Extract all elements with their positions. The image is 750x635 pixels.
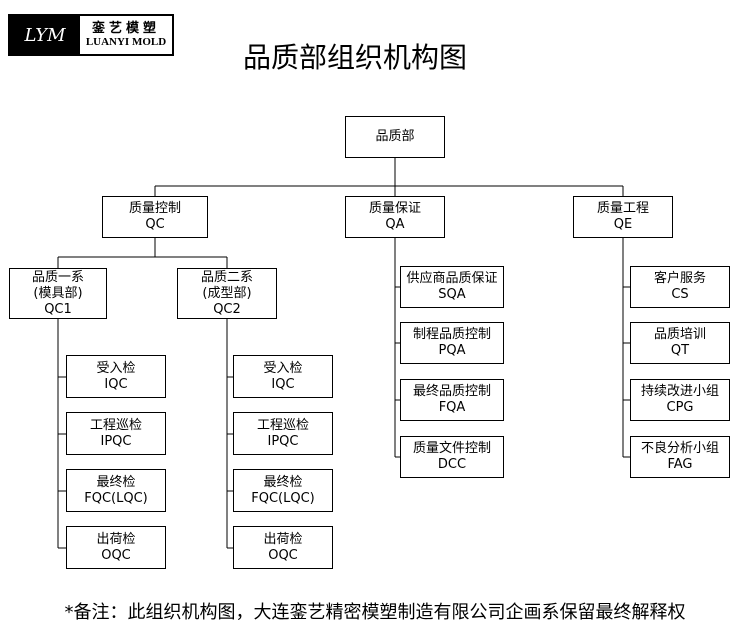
node-label-en: IPQC: [267, 433, 299, 449]
node-label-line1: 品质一系: [31, 269, 84, 285]
node-label: 品质部: [375, 129, 415, 144]
node-qc2-iqc: 受入检 IQC: [233, 355, 333, 398]
node-label-line1: 品质二系: [200, 269, 253, 285]
node-qc1-ipqc: 工程巡检 IPQC: [66, 412, 166, 455]
node-label-cn: 受入检: [263, 360, 303, 376]
node-label-cn: 制程品质控制: [412, 327, 491, 342]
node-label-line3: QC2: [213, 301, 241, 317]
node-qa-fqa: 最终品质控制 FQA: [400, 379, 504, 421]
node-label-cn: 工程巡检: [89, 417, 142, 433]
node-label-cn: 最终品质控制: [412, 384, 491, 399]
node-qc1-fqc: 最终检 FQC(LQC): [66, 469, 166, 512]
logo-text: 銮艺模塑 LUANYI MOLD: [80, 16, 172, 54]
node-label-cn: 出荷检: [96, 531, 136, 547]
node-qc2-oqc: 出荷检 OQC: [233, 526, 333, 569]
node-label-en: IPQC: [100, 433, 132, 449]
node-label-en: OQC: [101, 547, 131, 563]
chart-title: 品质部组织机构图: [242, 41, 467, 74]
node-label-en: QE: [613, 217, 633, 232]
node-label-en: DCC: [437, 457, 467, 472]
node-label-en: QT: [670, 343, 690, 358]
logo-chinese-name: 銮艺模塑: [91, 20, 160, 36]
company-logo: LYM 銮艺模塑 LUANYI MOLD: [8, 14, 174, 56]
node-label-en: FAG: [667, 457, 693, 472]
node-label-cn: 最终检: [263, 474, 303, 490]
node-label-en: IQC: [104, 376, 128, 392]
node-label-en: FQC(LQC): [84, 490, 148, 506]
node-label-en: QC: [145, 217, 165, 232]
logo-mark: LYM: [10, 16, 80, 54]
node-label-cn: 质量保证: [368, 201, 421, 216]
node-label-en: SQA: [438, 287, 466, 302]
node-label-cn: 品质培训: [653, 327, 706, 342]
node-label-cn: 工程巡检: [256, 417, 309, 433]
node-qa-dcc: 质量文件控制 DCC: [400, 436, 504, 478]
node-label-cn: 持续改进小组: [640, 384, 719, 399]
node-qa: 质量保证 QA: [345, 196, 445, 238]
node-qa-sqa: 供应商品质保证 SQA: [400, 266, 504, 308]
node-qc1: 品质一系 (模具部) QC1: [9, 268, 107, 319]
node-qc1-oqc: 出荷检 OQC: [66, 526, 166, 569]
node-label-cn: 不良分析小组: [640, 441, 719, 456]
node-label-cn: 受入检: [96, 360, 136, 376]
node-label-en: FQA: [438, 400, 466, 415]
node-label-cn: 最终检: [96, 474, 136, 490]
node-quality-department: 品质部: [345, 116, 445, 158]
node-qe-qt: 品质培训 QT: [630, 322, 730, 364]
node-label-en: QA: [385, 217, 405, 232]
node-qe-cs: 客户服务 CS: [630, 266, 730, 308]
node-qc2-fqc: 最终检 FQC(LQC): [233, 469, 333, 512]
node-label-cn: 出荷检: [263, 531, 303, 547]
node-qe-cpg: 持续改进小组 CPG: [630, 379, 730, 421]
footnote: *备注：此组织机构图，大连銮艺精密模塑制造有限公司企画系保留最终解释权: [64, 602, 686, 623]
node-label-cn: 质量工程: [596, 201, 649, 216]
node-label-cn: 供应商品质保证: [406, 271, 498, 286]
node-label-cn: 质量文件控制: [412, 441, 491, 456]
node-label-en: OQC: [268, 547, 298, 563]
node-qa-pqa: 制程品质控制 PQA: [400, 322, 504, 364]
node-qe: 质量工程 QE: [573, 196, 673, 238]
logo-english-name: LUANYI MOLD: [85, 36, 167, 49]
node-label-en: CPG: [666, 400, 694, 415]
node-label-en: FQC(LQC): [251, 490, 315, 506]
node-label-en: PQA: [438, 343, 466, 358]
node-qe-fag: 不良分析小组 FAG: [630, 436, 730, 478]
node-label-en: CS: [671, 287, 689, 302]
node-qc2: 品质二系 (成型部) QC2: [177, 268, 277, 319]
node-label-line2: (成型部): [202, 285, 252, 301]
node-label-cn: 质量控制: [128, 201, 181, 216]
node-label-line2: (模具部): [33, 285, 83, 301]
node-qc2-ipqc: 工程巡检 IPQC: [233, 412, 333, 455]
node-qc1-iqc: 受入检 IQC: [66, 355, 166, 398]
node-label-en: IQC: [271, 376, 295, 392]
node-qc: 质量控制 QC: [102, 196, 208, 238]
node-label-line3: QC1: [44, 301, 72, 317]
node-label-cn: 客户服务: [653, 271, 706, 286]
